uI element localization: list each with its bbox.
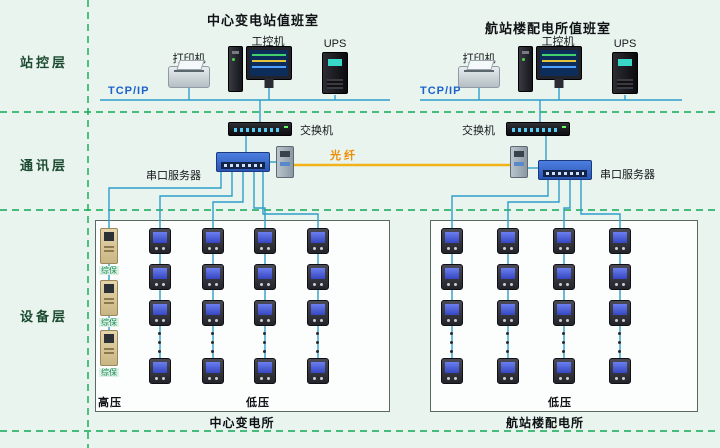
pc-tower-icon <box>228 46 243 92</box>
network-wires <box>100 88 682 371</box>
ellipsis-dots <box>562 332 566 359</box>
power-meter-icon <box>307 358 329 384</box>
power-meter-icon <box>609 228 631 254</box>
power-meter-icon <box>497 228 519 254</box>
power-meter-icon <box>609 358 631 384</box>
ups-icon <box>322 52 348 94</box>
power-meter-icon <box>497 264 519 290</box>
ups-icon <box>612 52 638 94</box>
ellipsis-dots <box>450 332 454 359</box>
power-meter-icon <box>149 264 171 290</box>
fiber-label: 光纤 <box>330 150 358 162</box>
power-meter-icon <box>254 264 276 290</box>
protection-relay-label: 综保 <box>99 318 119 327</box>
ellipsis-dots <box>316 332 320 359</box>
left-ups-label: UPS <box>323 38 347 50</box>
right-lv-label: 低压 <box>548 397 572 409</box>
right-switch-label: 交换机 <box>462 125 495 137</box>
power-meter-icon <box>441 264 463 290</box>
left-cabinet-caption: 中心变电所 <box>209 416 275 430</box>
power-meter-icon <box>202 228 224 254</box>
ellipsis-dots <box>263 332 267 359</box>
left-tcpip-label: TCP/IP <box>108 85 150 97</box>
power-meter-icon <box>497 300 519 326</box>
ellipsis-dots <box>506 332 510 359</box>
serial-server-icon <box>538 160 592 180</box>
right-room-title: 航站楼配电所值班室 <box>484 21 611 36</box>
power-meter-icon <box>149 300 171 326</box>
power-meter-icon <box>553 264 575 290</box>
power-meter-icon <box>149 358 171 384</box>
power-meter-icon <box>202 358 224 384</box>
protection-relay-icon <box>100 228 118 264</box>
right-tcpip-label: TCP/IP <box>420 85 462 97</box>
power-meter-icon <box>307 300 329 326</box>
power-meter-icon <box>254 358 276 384</box>
protection-relay-icon <box>100 280 118 316</box>
left-switch-label: 交换机 <box>300 125 333 137</box>
layer-label-comm: 通讯层 <box>19 158 68 173</box>
power-meter-icon <box>441 358 463 384</box>
pc-monitor-icon <box>246 46 292 80</box>
switch-icon <box>228 122 292 136</box>
fiber-converter-icon <box>510 146 528 178</box>
left-hv-label: 高压 <box>98 397 122 409</box>
protection-relay-label: 综保 <box>99 368 119 377</box>
printer-icon <box>168 66 210 88</box>
left-lv-label: 低压 <box>246 397 270 409</box>
power-meter-icon <box>202 264 224 290</box>
fiber-converter-icon <box>276 146 294 178</box>
power-meter-icon <box>254 228 276 254</box>
left-serial-label: 串口服务器 <box>146 170 201 182</box>
layer-label-device: 设备层 <box>19 309 68 324</box>
power-meter-icon <box>553 228 575 254</box>
left-room-title: 中心变电站值班室 <box>206 13 319 28</box>
right-cabinet-caption: 航站楼配电所 <box>505 416 584 430</box>
power-meter-icon <box>149 228 171 254</box>
pc-tower-icon <box>518 46 533 92</box>
ellipsis-dots <box>618 332 622 359</box>
switch-icon <box>506 122 570 136</box>
protection-relay-icon <box>100 330 118 366</box>
right-serial-label: 串口服务器 <box>600 169 655 181</box>
serial-server-icon <box>216 152 270 172</box>
ellipsis-dots <box>158 332 162 359</box>
power-meter-icon <box>254 300 276 326</box>
power-meter-icon <box>307 228 329 254</box>
power-meter-icon <box>307 264 329 290</box>
power-meter-icon <box>553 358 575 384</box>
layer-label-station: 站控层 <box>19 55 68 70</box>
right-pc-label: 工控机 <box>541 36 575 48</box>
left-pc-label: 工控机 <box>251 36 285 48</box>
power-meter-icon <box>202 300 224 326</box>
power-meter-icon <box>609 300 631 326</box>
left-cabinet-box <box>95 220 390 412</box>
power-meter-icon <box>497 358 519 384</box>
pc-monitor-icon <box>536 46 582 80</box>
power-meter-icon <box>609 264 631 290</box>
power-meter-icon <box>441 228 463 254</box>
power-meter-icon <box>441 300 463 326</box>
ellipsis-dots <box>211 332 215 359</box>
power-meter-icon <box>553 300 575 326</box>
right-ups-label: UPS <box>613 38 637 50</box>
printer-icon <box>458 66 500 88</box>
protection-relay-label: 综保 <box>99 266 119 275</box>
